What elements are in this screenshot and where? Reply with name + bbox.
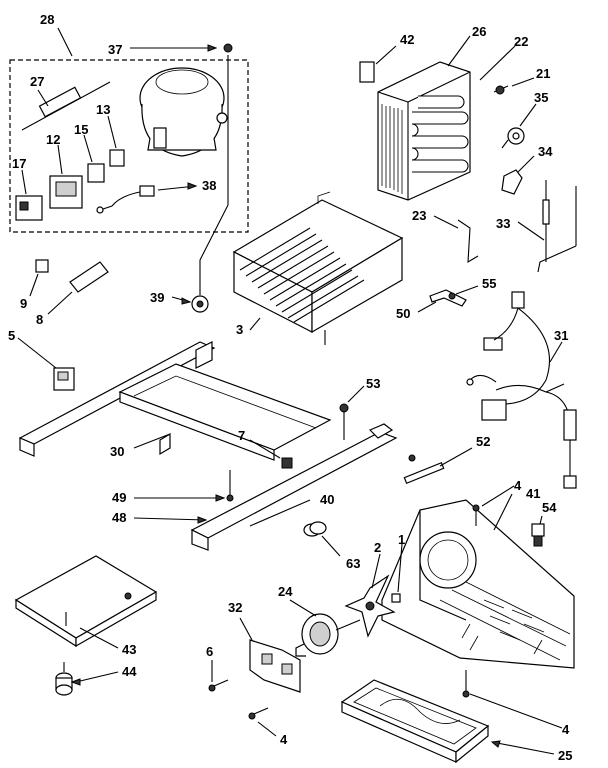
part-49-screw (226, 470, 234, 502)
part-33-tube (537, 180, 577, 273)
part-31-harness (466, 291, 577, 489)
part-8-handle (69, 261, 109, 293)
part-1-clip (391, 593, 401, 603)
evaporator-part (232, 191, 404, 334)
part-27-rod (21, 81, 111, 131)
label-63: 63 (346, 556, 360, 571)
part-30-frame (18, 341, 332, 461)
label-38: 38 (202, 178, 216, 193)
label-50: 50 (396, 306, 410, 321)
part-35-clamp (501, 127, 525, 149)
label-34: 34 (538, 144, 553, 159)
label-6: 6 (206, 644, 213, 659)
label-8: 8 (36, 312, 43, 327)
label-27: 27 (30, 74, 44, 89)
part-52-screw (403, 461, 445, 485)
label-41: 41 (526, 486, 540, 501)
label-28: 28 (40, 12, 54, 27)
condenser-part (377, 61, 471, 201)
part-12-relay (49, 175, 83, 209)
label-48: 48 (112, 510, 126, 525)
part-53-screw (339, 403, 349, 440)
label-31: 31 (554, 328, 568, 343)
part-4-screw-upper (472, 504, 480, 526)
label-4-lower-right: 4 (562, 722, 570, 737)
label-30: 30 (110, 444, 124, 459)
label-5: 5 (8, 328, 15, 343)
part-43-plate (14, 555, 158, 648)
part-6-screw (208, 679, 229, 692)
part-7 (281, 457, 293, 469)
label-7: 7 (238, 428, 245, 443)
label-44: 44 (122, 664, 137, 679)
part-42-clip (359, 61, 375, 83)
part-44-grommet (55, 672, 73, 696)
part-63-grommet (303, 521, 327, 537)
label-12: 12 (46, 132, 60, 147)
part-50-clip (429, 289, 467, 307)
label-43: 43 (122, 642, 136, 657)
label-9: 9 (20, 296, 27, 311)
label-52: 52 (476, 434, 490, 449)
label-1: 1 (398, 532, 405, 547)
part-54-grommet (531, 523, 545, 547)
label-49: 49 (112, 490, 126, 505)
leader-arrowheads (70, 44, 501, 748)
label-23: 23 (412, 208, 426, 223)
part-34-bracket (501, 169, 523, 195)
label-40: 40 (320, 492, 334, 507)
label-42: 42 (400, 32, 414, 47)
compressor-kit-box (9, 59, 249, 233)
part-15 (87, 163, 105, 183)
label-21: 21 (536, 66, 550, 81)
label-32: 32 (228, 600, 242, 615)
part-2-fan-blade (344, 574, 396, 638)
part-40-rail (190, 423, 416, 551)
label-26: 26 (472, 24, 486, 39)
label-39: 39 (150, 290, 164, 305)
label-13: 13 (96, 102, 110, 117)
part-39-grommet (191, 295, 209, 313)
label-33: 33 (496, 216, 510, 231)
label-15: 15 (74, 122, 88, 137)
part-5-bracket (53, 367, 75, 391)
label-22: 22 (514, 34, 528, 49)
label-4-lower-left: 4 (280, 732, 288, 747)
part-number-labels: 28 37 27 13 15 12 17 38 42 26 22 21 35 3… (8, 12, 572, 763)
part-13 (109, 149, 125, 167)
label-2: 2 (374, 540, 381, 555)
part-4-screw-lower-right (462, 670, 470, 698)
label-53: 53 (366, 376, 380, 391)
part-9 (35, 259, 49, 273)
label-37: 37 (108, 42, 122, 57)
part-24-motor (295, 613, 361, 657)
part-21-screw (493, 85, 509, 95)
label-3: 3 (236, 322, 243, 337)
part-23-wire (457, 219, 479, 264)
label-17: 17 (12, 156, 26, 171)
part-32-bracket (249, 639, 301, 693)
label-24: 24 (278, 584, 293, 599)
part-17-overload (15, 195, 43, 221)
compressor-part (139, 55, 229, 295)
part-38-harness (96, 185, 155, 214)
part-4-screw-lower-left (248, 707, 269, 720)
part-41-fan-bracket (381, 499, 575, 669)
part-25-drain-tray (340, 679, 490, 764)
label-4-upper: 4 (514, 478, 522, 493)
label-55: 55 (482, 276, 496, 291)
label-35: 35 (534, 90, 548, 105)
label-25: 25 (558, 748, 572, 763)
label-54: 54 (542, 500, 557, 515)
